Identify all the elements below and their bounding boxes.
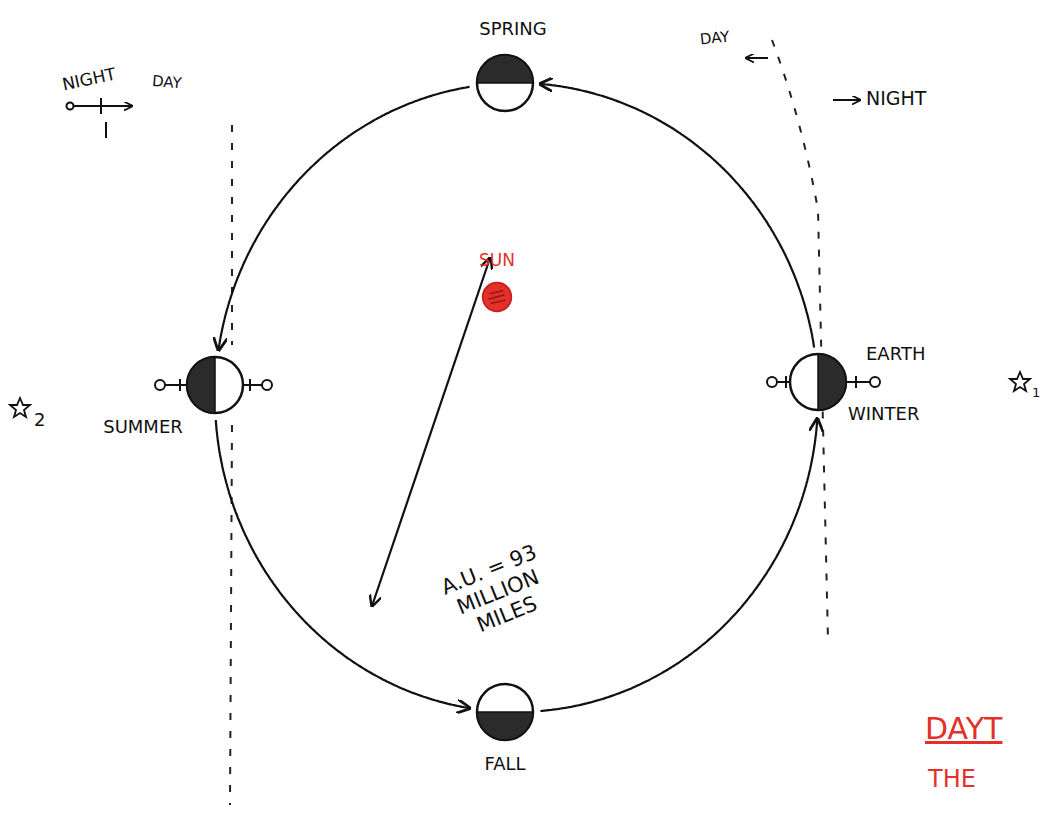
earth-shape xyxy=(185,355,245,415)
star-number: 1 xyxy=(1032,386,1040,401)
night-day-arrow xyxy=(67,98,133,138)
night-label: NIGHT xyxy=(61,65,118,95)
sun-shape xyxy=(481,281,513,313)
star-symbol xyxy=(1010,372,1030,391)
season-label: WINTER xyxy=(848,404,919,425)
sun-scribble xyxy=(488,291,505,304)
night-label: NIGHT xyxy=(866,88,926,110)
day-label: DAY xyxy=(151,73,182,93)
earth-shape xyxy=(788,352,848,412)
night-side xyxy=(477,712,533,740)
orbit-arc xyxy=(216,420,470,708)
observer-symbol xyxy=(155,376,880,391)
red-note: DAYT xyxy=(925,712,1002,747)
night-side xyxy=(818,354,846,410)
earth-summer: SUMMER xyxy=(185,355,245,415)
earth-shape xyxy=(475,53,535,113)
season-label: SPRING xyxy=(479,19,547,40)
season-label: FALL xyxy=(484,754,525,775)
red-note: THE xyxy=(928,766,976,794)
earth-winter: EARTHWINTER xyxy=(788,352,848,412)
earth-spring: SPRING xyxy=(475,53,535,113)
day-night-arrow xyxy=(746,58,860,100)
earth-disc xyxy=(477,55,533,111)
earth-disc xyxy=(187,357,243,413)
orbit-arc xyxy=(540,419,817,711)
sun-label: SUN xyxy=(479,251,515,271)
star-number: 2 xyxy=(34,410,45,431)
night-side xyxy=(187,357,215,413)
earth-fall: FALL xyxy=(475,682,535,742)
terminator-line xyxy=(230,125,232,805)
star-symbol xyxy=(10,398,30,417)
distance-label: A.U. = 93 MILLION MILES xyxy=(420,532,577,652)
earth-shape xyxy=(475,682,535,742)
earth-disc xyxy=(477,684,533,740)
distance-arrow xyxy=(372,258,490,606)
day-label: DAY xyxy=(699,29,730,49)
orbit-arc xyxy=(219,87,470,350)
planet-label: EARTH xyxy=(866,344,925,365)
orbit-arc xyxy=(540,84,814,348)
night-side xyxy=(477,55,533,83)
sun-disc xyxy=(483,283,512,312)
season-label: SUMMER xyxy=(103,417,183,438)
earth-disc xyxy=(790,354,846,410)
sun-circle: SUN xyxy=(481,281,513,313)
